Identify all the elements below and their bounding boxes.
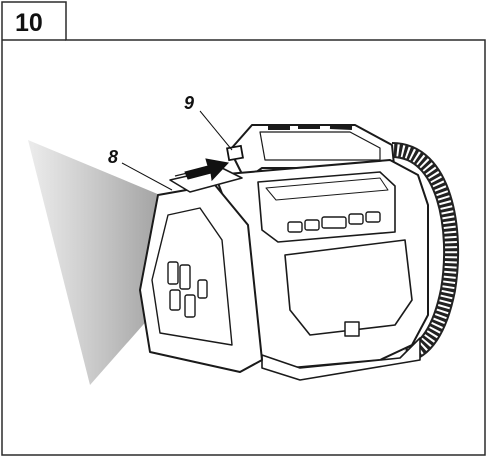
release-button	[226, 144, 244, 162]
figure-number: 10	[15, 9, 43, 37]
leader-line-8	[121, 162, 173, 191]
hose-coil	[391, 142, 460, 363]
leader-line-9	[199, 110, 233, 151]
light-beam	[28, 140, 165, 385]
callout-8: 8	[108, 147, 119, 167]
side-panel	[139, 163, 263, 373]
direction-arrow	[184, 158, 229, 182]
callout-9: 9	[184, 93, 195, 113]
